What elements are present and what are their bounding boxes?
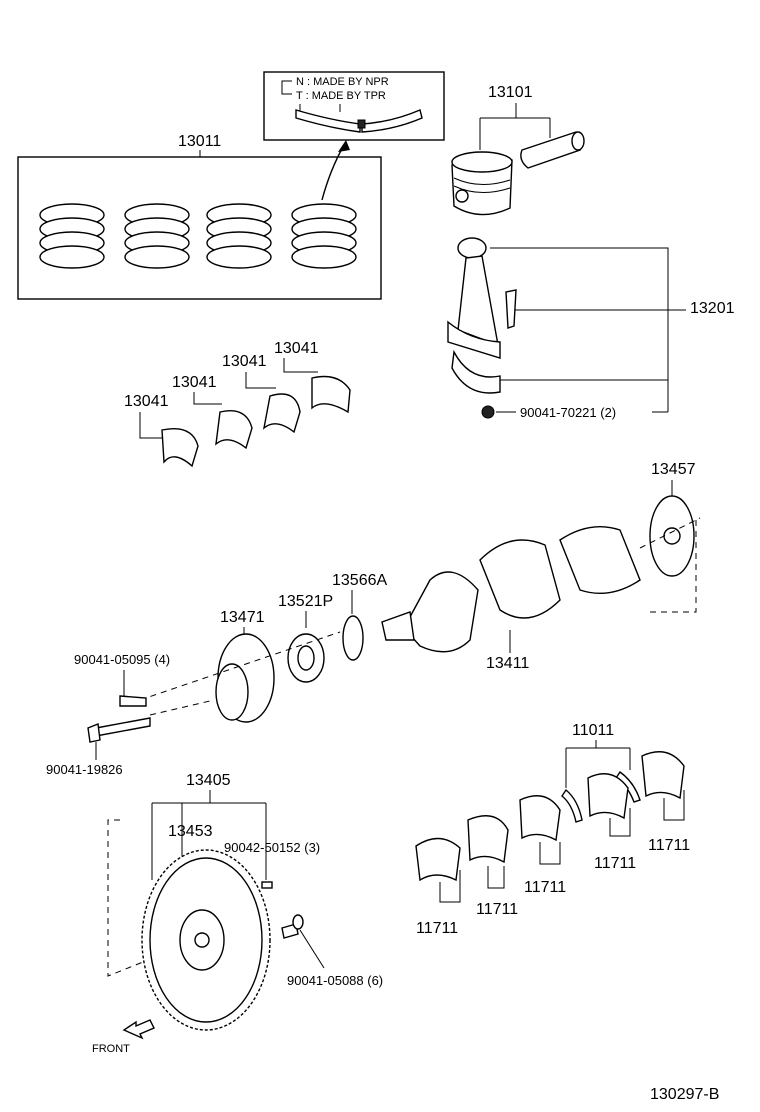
label-13041-a: 13041 [274, 340, 319, 357]
label-pulley-bolt-long: 90041-19826 [46, 762, 123, 777]
legend-tpr: T : MADE BY TPR [296, 90, 386, 102]
label-13041-b: 13041 [222, 353, 267, 370]
label-front: FRONT [92, 1043, 130, 1055]
label-13201: 13201 [690, 300, 735, 317]
label-13457: 13457 [651, 461, 696, 478]
crankshaft: 13457 13411 [381, 461, 701, 672]
piston-ring-set: 13011 [17, 133, 382, 300]
legend-npr: N : MADE BY NPR [296, 76, 389, 88]
label-11711-b: 11711 [476, 901, 518, 918]
legend-arrow [321, 144, 345, 201]
connecting-rod: 13201 90041-70221 (2) [447, 237, 735, 420]
front-components: 13566A 13521P 13471 90041-05095 (4) 9004… [46, 572, 387, 777]
label-13041-d: 13041 [124, 393, 169, 410]
label-pulley-bolt-small: 90041-05095 (4) [74, 652, 170, 667]
label-13566A: 13566A [332, 572, 387, 589]
conrod-bearings: 13041 13041 13041 13041 [124, 340, 351, 468]
label-13041-c: 13041 [172, 374, 217, 391]
flywheel: 13405 13453 90042-50152 (3) 90041-05088 … [107, 772, 383, 1031]
label-pin: 90042-50152 (3) [224, 840, 320, 855]
label-11711-c: 11711 [524, 879, 566, 896]
label-11711-a: 11711 [416, 920, 458, 937]
maker-legend: N : MADE BY NPR T : MADE BY TPR [263, 71, 445, 141]
label-flywheel-bolt: 90041-05088 (6) [287, 973, 383, 988]
label-11711-d: 11711 [594, 855, 636, 872]
main-bearings: 11011 11711 11711 11711 11711 11711 [415, 722, 690, 937]
label-11711-e: 11711 [648, 837, 690, 854]
diagram-code: 130297-B [650, 1086, 719, 1103]
front-arrow: FRONT [92, 1019, 155, 1055]
label-13521P: 13521P [278, 593, 333, 610]
label-13471: 13471 [220, 609, 265, 626]
label-13411: 13411 [486, 655, 529, 672]
piston: 13101 [451, 84, 585, 216]
label-rod-nut: 90041-70221 (2) [520, 405, 616, 420]
label-13101: 13101 [488, 84, 533, 101]
label-11011: 11011 [572, 722, 614, 739]
label-13011: 13011 [178, 133, 221, 150]
label-13405: 13405 [186, 772, 231, 789]
label-13453: 13453 [168, 823, 213, 840]
